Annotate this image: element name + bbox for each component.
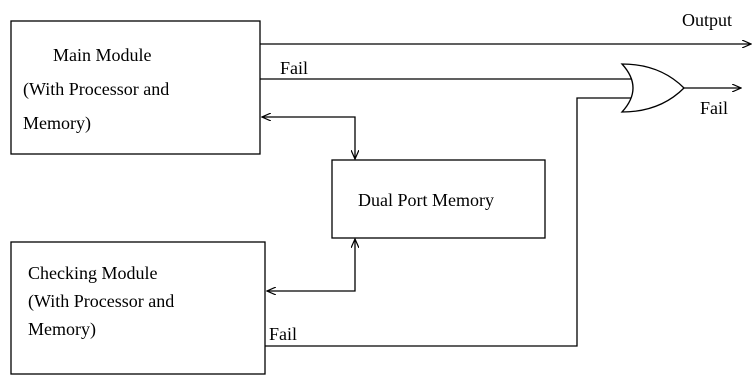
checking-module-subtitle: (With Processor and bbox=[28, 291, 174, 312]
dual-port-memory: Dual Port Memory bbox=[331, 159, 546, 239]
checking-fail-line bbox=[265, 97, 631, 347]
checking-module: Checking Module (With Processor and Memo… bbox=[10, 241, 266, 375]
checking-memory-link bbox=[267, 239, 355, 291]
main-module: Main Module (With Processor and Memory) bbox=[10, 20, 261, 155]
checking-module-box bbox=[10, 241, 266, 375]
main-module-subtitle: (With Processor and bbox=[23, 79, 169, 100]
main-memory-link bbox=[262, 117, 355, 159]
main-module-memory-label: Memory) bbox=[23, 113, 91, 134]
dual-port-memory-label: Dual Port Memory bbox=[358, 190, 494, 210]
dual-port-memory-box bbox=[331, 159, 546, 239]
main-module-box bbox=[10, 20, 261, 155]
checking-fail-label: Fail bbox=[269, 324, 297, 344]
output-label: Output bbox=[682, 10, 732, 30]
checking-module-memory-label: Memory) bbox=[28, 319, 96, 340]
main-fail-label: Fail bbox=[280, 58, 308, 78]
checking-module-title: Checking Module bbox=[28, 263, 157, 283]
or-gate bbox=[620, 63, 685, 113]
gate-fail-output-label: Fail bbox=[700, 98, 728, 118]
main-module-title: Main Module bbox=[53, 45, 152, 65]
